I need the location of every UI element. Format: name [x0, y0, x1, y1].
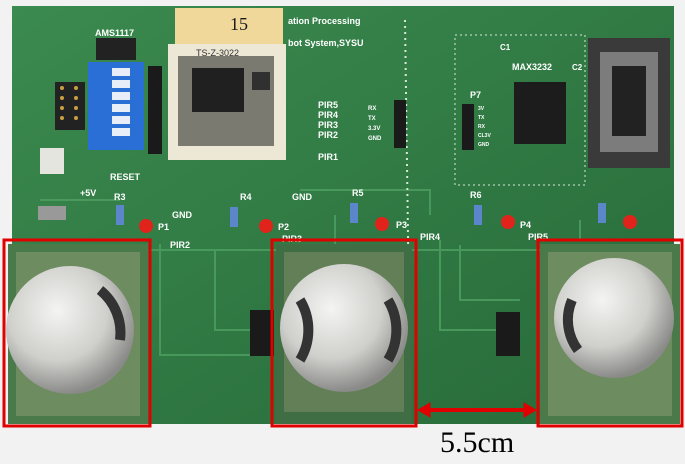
- p7-pin-tx: TX: [478, 115, 485, 121]
- gnd-label-2: GND: [172, 210, 193, 220]
- r3-label: R3: [114, 192, 126, 202]
- pir-sensor-right: [540, 244, 680, 424]
- pir5-board-label: PIR5: [528, 232, 548, 242]
- p7-pin-cl3v: CL3V: [478, 133, 491, 139]
- highlight-boxes: [2, 238, 684, 428]
- p1-label: P1: [158, 222, 169, 232]
- max-area-outline: [454, 34, 586, 186]
- zigbee-module: TS-Z-3022: [168, 8, 286, 160]
- max3232-chip: [514, 82, 566, 144]
- serial-pin-tx: TX: [368, 116, 376, 122]
- regulator-label: AMS1117: [95, 28, 134, 38]
- gnd-label: GND: [292, 192, 313, 202]
- pir-label-4: PIR4: [318, 110, 338, 120]
- connector-header-left: [250, 310, 274, 356]
- p7-label: P7: [470, 90, 481, 100]
- pir-label-5: PIR5: [318, 100, 338, 110]
- p7-pin-rx: RX: [478, 124, 486, 130]
- measurement-arrow: [417, 402, 537, 418]
- serial-pin-rx: RX: [368, 106, 376, 112]
- serial-pin-33v: 3.3V: [368, 126, 380, 132]
- pcb-traces: [40, 189, 581, 356]
- header-text-1: ation Processing: [288, 16, 361, 26]
- regulator-chip: [96, 38, 136, 60]
- pir-label-3: PIR3: [318, 120, 338, 130]
- handwritten-number: 15: [230, 14, 248, 34]
- power-switch: [38, 206, 66, 220]
- p4-label: P4: [520, 220, 531, 230]
- reset-label: RESET: [110, 172, 141, 182]
- r6-label: R6: [470, 190, 482, 200]
- pir-label-1: PIR1: [318, 152, 338, 162]
- resistors: [116, 203, 606, 227]
- status-leds: [139, 215, 637, 233]
- serial-header: [394, 100, 406, 148]
- pir4-board-label: PIR4: [420, 232, 440, 242]
- pir-label-2: PIR2: [318, 130, 338, 140]
- max3232-label: MAX3232: [512, 62, 552, 72]
- plus5v-label: +5V: [80, 188, 96, 198]
- p7-pin-gnd: GND: [478, 142, 490, 148]
- header-text-2: bot System,SYSU: [288, 38, 364, 48]
- pir2-board-label: PIR2: [170, 240, 190, 250]
- connector-header-right: [496, 312, 520, 356]
- db9-connector: [588, 38, 670, 168]
- p3-label: P3: [396, 220, 407, 230]
- serial-pin-gnd: GND: [368, 136, 382, 142]
- vertical-header: [148, 66, 162, 154]
- pir-sensor-middle: [276, 244, 412, 424]
- r5-label: R5: [352, 188, 364, 198]
- c1-label: C1: [500, 43, 511, 52]
- c2-label: C2: [572, 63, 583, 72]
- power-jack: [40, 148, 64, 174]
- r4-label: R4: [240, 192, 252, 202]
- p2-label: P2: [278, 222, 289, 232]
- pir-sensor-left: [6, 244, 148, 424]
- dip-switch: [88, 62, 144, 150]
- p7-pin-3v: 3V: [478, 106, 485, 112]
- p7-header: [462, 104, 474, 150]
- zigbee-module-label: TS-Z-3022: [196, 48, 239, 58]
- measurement-caption: 5.5cm: [440, 426, 515, 459]
- left-pin-header: [55, 82, 85, 130]
